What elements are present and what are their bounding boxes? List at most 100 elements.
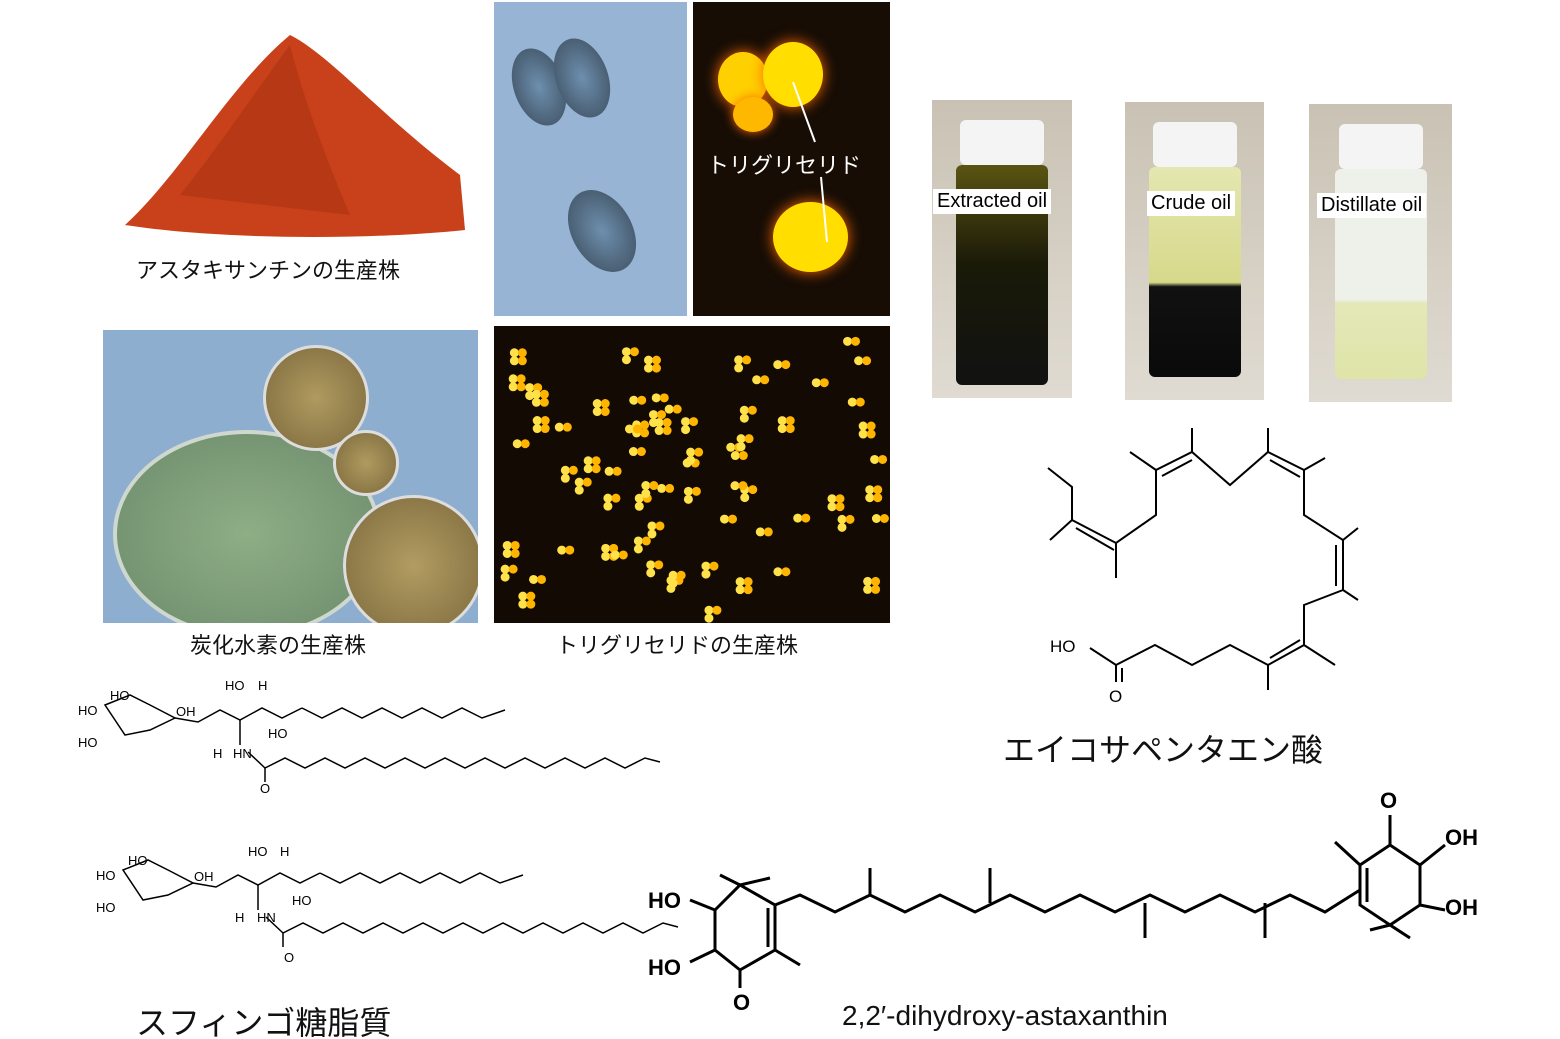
fluorescent-cell [637, 395, 647, 405]
fluorescent-cell [662, 426, 672, 436]
hydrocarbon-strain-photo [103, 330, 478, 623]
fluorescent-cell [858, 429, 868, 439]
fluorescent-cell [847, 397, 857, 407]
fluorescent-cell [568, 465, 578, 475]
fluorescent-cell [656, 410, 666, 420]
caption-astaxanthin-strain: アスタキサンチンの生産株 [136, 259, 401, 284]
fluorescent-cell [865, 485, 875, 495]
fluorescent-cell [520, 439, 530, 449]
fluorescent-cell [683, 494, 693, 504]
atom-label: O [284, 950, 294, 965]
fluorescent-cell [858, 421, 868, 431]
fluorescent-cell [811, 378, 821, 388]
fluorescent-cell [701, 569, 711, 579]
fluorescent-cell [866, 421, 876, 431]
fluorescent-cell [691, 486, 701, 496]
fluorescent-cell [612, 466, 622, 476]
fluorescent-cell [646, 560, 656, 570]
fluorescent-cell [654, 426, 664, 436]
fluorescent-cell [633, 536, 643, 546]
fluorescent-cell [531, 397, 541, 407]
atom-label: HO [96, 868, 116, 883]
fluorescent-cell [870, 454, 880, 464]
fluorescent-cell [760, 375, 770, 385]
fluorescent-cell [582, 477, 592, 487]
fluorescent-cell [574, 477, 584, 487]
fluorescent-cell [781, 567, 791, 577]
fluorescent-cell [509, 356, 519, 366]
fluorescent-cell [647, 529, 657, 539]
fluorescent-cell [654, 560, 664, 570]
atom-label: H [258, 678, 267, 693]
fluorescent-cell [601, 551, 611, 561]
fluorescent-cell [539, 389, 549, 399]
fluorescent-cell [827, 494, 837, 504]
fluorescent-cell [681, 425, 691, 435]
fluorescent-cell [865, 493, 875, 503]
fluorescent-cell [641, 536, 651, 546]
fluorescent-cell [709, 561, 719, 571]
fluorescent-cell [686, 447, 696, 457]
fluorescent-cell [651, 355, 661, 365]
atom-label: H [213, 746, 222, 761]
fluorescent-cell [502, 540, 512, 550]
fluorescent-cell [773, 360, 783, 370]
vial-label-distillate: Distillate oil [1317, 193, 1427, 218]
fluorescent-cell [785, 416, 795, 426]
fluorescent-cell [621, 347, 631, 357]
fluorescent-cell [562, 422, 572, 432]
fluorescent-cell [634, 501, 644, 511]
fluorescent-cell [636, 447, 646, 457]
fluorescent-cell [516, 382, 526, 392]
fluorescent-cell [664, 404, 674, 414]
fluorescent-cell [736, 434, 746, 444]
fluorescent-cell [748, 485, 758, 495]
fluorescent-cell [628, 447, 638, 457]
atom-label: HO [96, 900, 116, 915]
atom-label: H [280, 844, 289, 859]
fluorescent-cell [863, 576, 873, 586]
fluorescent-cell [781, 360, 791, 370]
fluorescent-cell [862, 356, 872, 366]
fluorescent-cell [557, 545, 567, 555]
fluorescent-cell [512, 439, 522, 449]
fluorescent-cell [736, 442, 746, 452]
fluorescent-cell [755, 527, 765, 537]
fluorescent-cell [629, 347, 639, 357]
fluorescent-cell [592, 399, 602, 409]
fluorescent-cell [518, 599, 528, 609]
fluorescent-cell [647, 521, 657, 531]
fluorescent-cell [540, 416, 550, 426]
astaxanthin-powder-photo [120, 25, 465, 240]
atom-label: HO [248, 844, 268, 859]
fluorescent-cell [712, 605, 722, 615]
fluorescent-cell [509, 348, 519, 358]
fluorescent-cell [701, 561, 711, 571]
fluorescent-cell [742, 355, 752, 365]
fluorescent-cell [510, 540, 520, 550]
fluorescent-cell [704, 613, 714, 623]
cells-brightfield-photo [494, 2, 687, 316]
cells-fluorescence-photo: トリグリセリド [693, 2, 890, 316]
fluorescent-cell [793, 513, 803, 523]
fluorescent-cell [743, 585, 753, 595]
atom-label: HO [128, 853, 148, 868]
fluorescent-cell [835, 502, 845, 512]
fluorescent-cell [651, 363, 661, 373]
fluorescent-cell [508, 564, 518, 574]
fluorescent-cell [657, 483, 667, 493]
fluorescent-cell [648, 410, 658, 420]
fluorescent-cell [744, 434, 754, 444]
fluorescent-cell [574, 485, 584, 495]
atom-label: O [1109, 687, 1122, 706]
fluorescent-cell [878, 454, 888, 464]
atom-label: OH [194, 869, 214, 884]
fluorescent-cell [603, 493, 613, 503]
fluorescent-cell [683, 486, 693, 496]
fluorescent-cell [689, 417, 699, 427]
fluorescent-cell [739, 413, 749, 423]
atom-label: HN [257, 910, 276, 925]
